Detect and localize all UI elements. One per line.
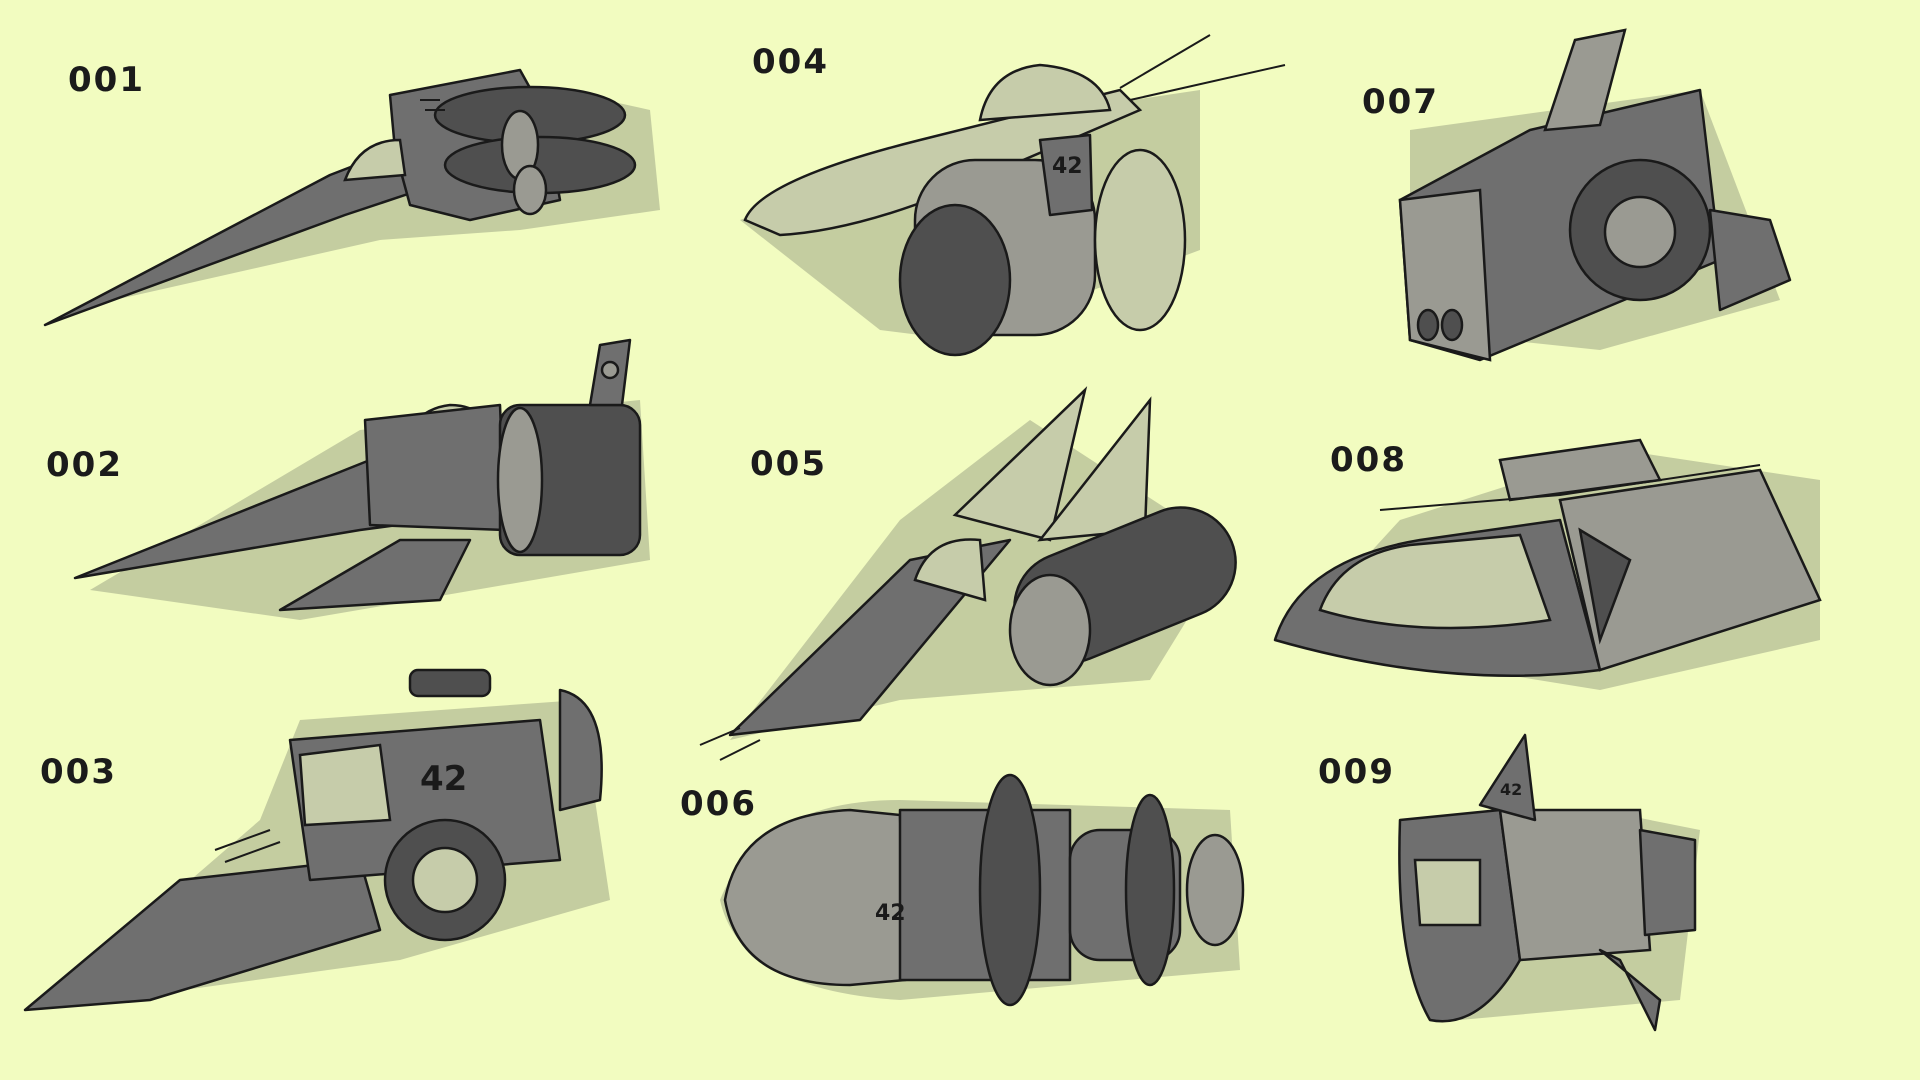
vehicle-006: 42 — [720, 773, 1245, 1007]
vehicle-004-decal: 42 — [1052, 154, 1083, 179]
sketch-label-006: 006 — [680, 784, 757, 824]
vehicle-005 — [699, 386, 1237, 761]
vehicle-009-decal: 42 — [1500, 780, 1522, 799]
sketch-label-003: 003 — [40, 752, 117, 792]
vehicle-009: 42 — [1398, 733, 1700, 1032]
vehicle-001 — [43, 68, 660, 327]
sketch-label-002: 002 — [46, 445, 123, 485]
vehicle-004: 42 — [740, 34, 1286, 357]
vehicle-002 — [73, 338, 650, 620]
vehicle-003-decal: 42 — [420, 759, 467, 799]
sketch-label-008: 008 — [1330, 440, 1407, 480]
sketch-label-004: 004 — [752, 42, 829, 82]
sketch-label-009: 009 — [1318, 752, 1395, 792]
vehicle-003: 42 — [23, 668, 610, 1012]
sketch-label-001: 001 — [68, 60, 145, 100]
vehicle-007 — [1398, 28, 1792, 362]
sketch-label-005: 005 — [750, 444, 827, 484]
sketch-label-007: 007 — [1362, 82, 1439, 122]
vehicle-006-decal: 42 — [875, 901, 906, 926]
vehicle-008 — [1273, 438, 1822, 690]
